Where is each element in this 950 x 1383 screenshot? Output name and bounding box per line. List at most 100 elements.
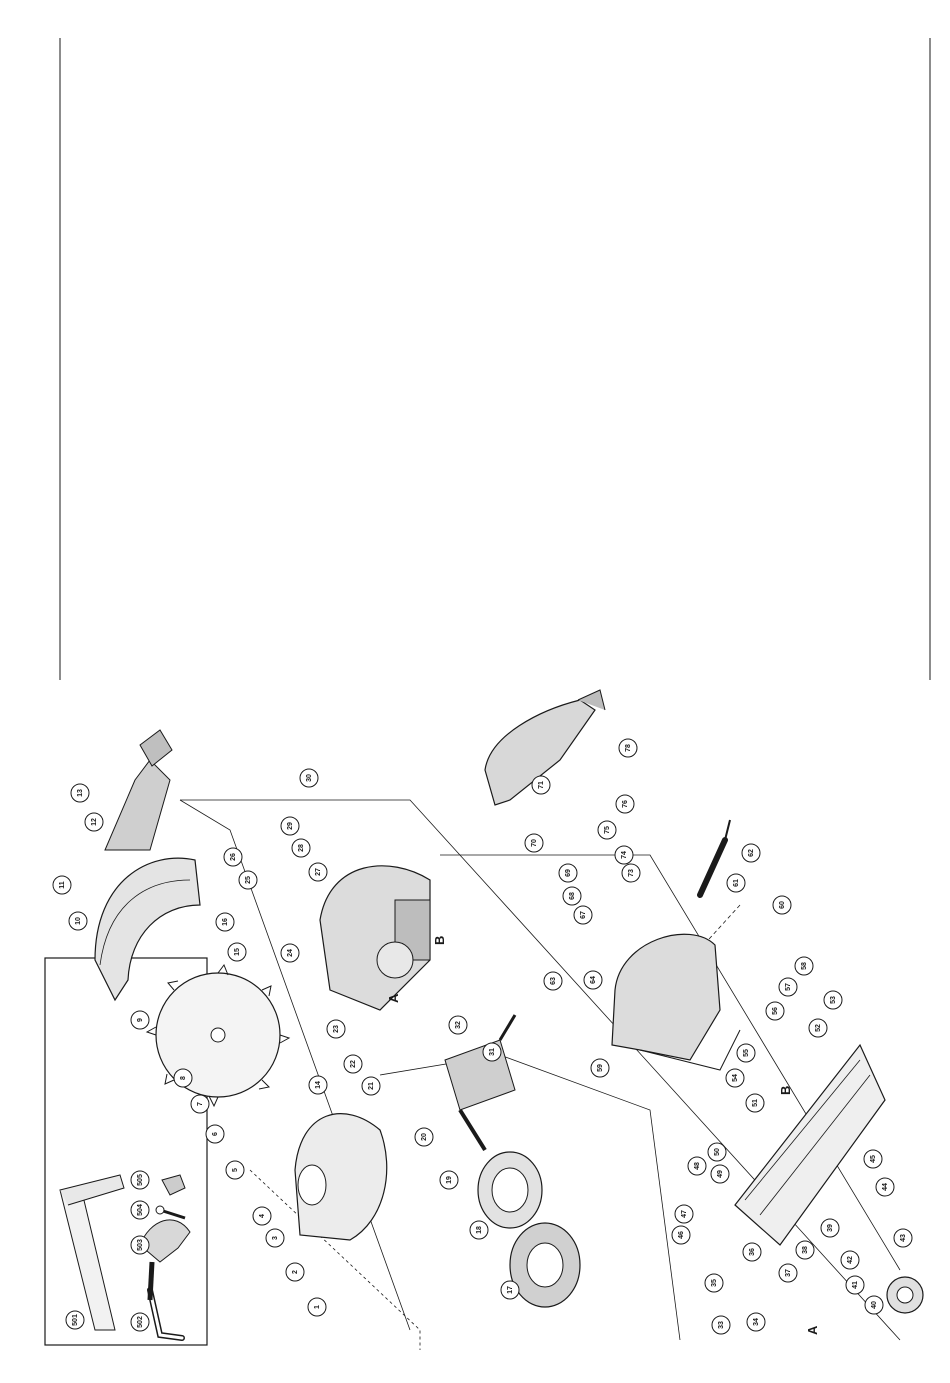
callout-bubble (130, 1010, 150, 1030)
callout-bubble (711, 1315, 731, 1335)
callout-bubble (778, 1263, 798, 1283)
callout-bubble (893, 1228, 913, 1248)
callout-label: 43 (900, 1234, 907, 1242)
section-letters: B A B A (386, 936, 820, 1335)
callout-bubble (130, 1235, 150, 1255)
callout-label: 16 (222, 918, 229, 926)
dust-spout (104, 729, 173, 851)
armature (444, 1014, 517, 1152)
callout-label: 63 (550, 977, 557, 985)
callout-label: 68 (569, 892, 576, 900)
callout-label: 61 (733, 879, 740, 887)
callout-label: 57 (785, 983, 792, 991)
callout-bubble (70, 783, 90, 803)
callout-label: 28 (298, 844, 305, 852)
callout-bubble (130, 1312, 150, 1332)
callout-bubble (448, 1015, 468, 1035)
callout-bubble (562, 886, 582, 906)
callout-label: 503 (137, 1239, 144, 1251)
callout-bubble (840, 1250, 860, 1270)
callout-label: 50 (714, 1148, 721, 1156)
callout-label: 34 (753, 1318, 760, 1326)
callout-bubble (326, 1019, 346, 1039)
callout-label: 70 (531, 839, 538, 847)
callout-bubble (299, 768, 319, 788)
callout-label: 47 (681, 1210, 688, 1218)
callout-bubble (280, 816, 300, 836)
callout-label: 20 (421, 1133, 428, 1141)
callout-bubble (864, 1295, 884, 1315)
callout-bubble (531, 775, 551, 795)
callout-label: 14 (315, 1081, 322, 1089)
callout-label: 21 (368, 1082, 375, 1090)
callout-label: 504 (137, 1204, 144, 1216)
callout-bubble (343, 1054, 363, 1074)
callout-label: 40 (871, 1301, 878, 1309)
callout-bubble (778, 977, 798, 997)
callout-bubble (614, 845, 634, 865)
callout-label: 27 (315, 868, 322, 876)
handle-housing (611, 933, 741, 1071)
callout-bubble (265, 1228, 285, 1248)
callout-label: 37 (785, 1269, 792, 1277)
callout-label: 12 (91, 818, 98, 826)
motor-housing (319, 865, 431, 1011)
callout-label: 32 (455, 1021, 462, 1029)
callout-bubble (765, 1001, 785, 1021)
callout-bubble (414, 1127, 434, 1147)
lower-blade-guard (294, 1113, 388, 1241)
callout-label: 9 (137, 1018, 144, 1022)
callout-label: 6 (212, 1132, 219, 1136)
top-handle (484, 689, 606, 806)
callout-label: 505 (137, 1174, 144, 1186)
callout-label: 76 (622, 800, 629, 808)
accessory-box (44, 957, 208, 1346)
section-letter-a-lower: A (805, 1325, 820, 1335)
callout-bubble (726, 873, 746, 893)
callout-label: 26 (230, 853, 237, 861)
callout-bubble (687, 1156, 707, 1176)
callout-bubble (707, 1142, 727, 1162)
callout-bubble (558, 863, 578, 883)
callout-bubble (621, 863, 641, 883)
callout-label: 502 (137, 1316, 144, 1328)
callout-bubble (215, 912, 235, 932)
callout-bubble (795, 1240, 815, 1260)
callout-layer: 1234567891011121314151617181920212223242… (52, 738, 913, 1335)
callout-label: 71 (538, 781, 545, 789)
callout-bubble (68, 911, 88, 931)
callout-bubble (736, 1043, 756, 1063)
callout-label: 75 (604, 826, 611, 834)
callout-bubble (52, 875, 72, 895)
section-letter-a: A (386, 993, 401, 1003)
callout-bubble (482, 1042, 502, 1062)
callout-label: 67 (580, 911, 587, 919)
callout-bubble (583, 970, 603, 990)
callout-label: 52 (815, 1024, 822, 1032)
callout-label: 45 (870, 1155, 877, 1163)
callout-bubble (615, 794, 635, 814)
callout-label: 33 (718, 1321, 725, 1329)
callout-label: 41 (852, 1281, 859, 1289)
callout-label: 69 (565, 869, 572, 877)
callout-bubble (190, 1094, 210, 1114)
callout-label: 30 (306, 774, 313, 782)
callout-bubble (863, 1149, 883, 1169)
callout-bubble (65, 1310, 85, 1330)
callout-label: 56 (772, 1007, 779, 1015)
callout-bubble (252, 1206, 272, 1226)
callout-label: 58 (801, 962, 808, 970)
field-stator (477, 1151, 581, 1308)
callout-label: 38 (802, 1246, 809, 1254)
callout-label: 54 (732, 1074, 739, 1082)
saw-blade (145, 963, 291, 1108)
callout-bubble (772, 895, 792, 915)
callout-label: 60 (779, 901, 786, 909)
base-plate (734, 1043, 886, 1246)
callout-bubble (205, 1124, 225, 1144)
callout-bubble (823, 990, 843, 1010)
callout-label: 35 (711, 1279, 718, 1287)
callout-bubble (130, 1200, 150, 1220)
callout-bubble (820, 1218, 840, 1238)
